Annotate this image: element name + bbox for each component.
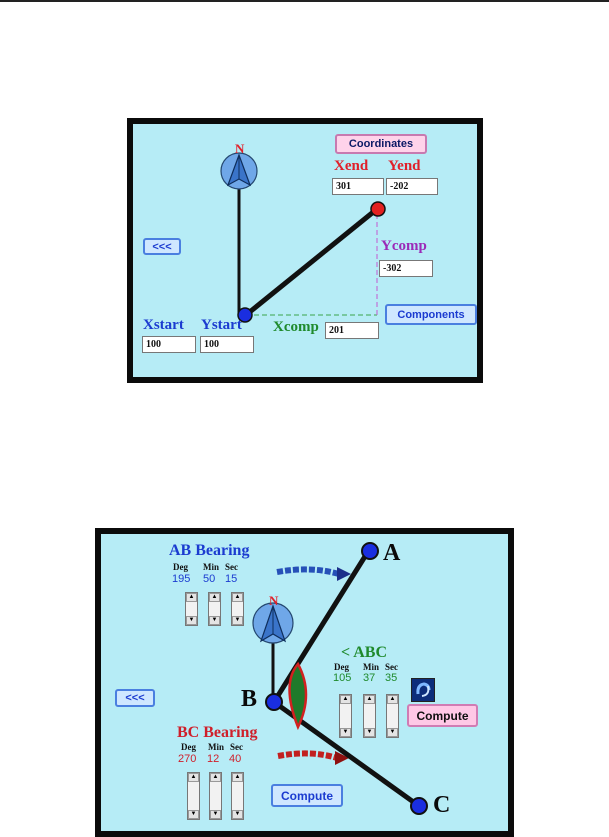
bc-sec-header: Sec xyxy=(230,742,243,752)
top-rule xyxy=(0,0,609,2)
bearing-diagram xyxy=(252,542,428,815)
spin-up-icon[interactable]: ▲ xyxy=(209,593,220,602)
ab-sec-value: 15 xyxy=(225,573,238,585)
abc-min-header: Min xyxy=(363,662,380,672)
point-a-marker xyxy=(361,542,379,560)
xcomp-label: Xcomp xyxy=(273,319,319,335)
north-compass-icon-b xyxy=(252,602,294,644)
coordinates-diagram xyxy=(220,152,386,323)
coordinates-panel: N Coordinates Xend Yend 301 -202 <<< Yco… xyxy=(127,118,483,383)
abc-min-spinner[interactable]: ▲▼ xyxy=(363,694,376,738)
components-button[interactable]: Components xyxy=(385,304,477,325)
spin-up-icon[interactable]: ▲ xyxy=(186,593,197,602)
compute-abc-button[interactable]: Compute xyxy=(407,704,478,727)
abc-sec-spinner[interactable]: ▲▼ xyxy=(386,694,399,738)
bc-min-spinner[interactable]: ▲▼ xyxy=(209,772,222,820)
spin-up-icon[interactable]: ▲ xyxy=(340,695,351,704)
end-point xyxy=(370,201,386,217)
spin-down-icon[interactable]: ▼ xyxy=(188,810,199,819)
xcomp-field[interactable]: 201 xyxy=(325,322,379,339)
spin-down-icon[interactable]: ▼ xyxy=(232,616,243,625)
coordinates-button[interactable]: Coordinates xyxy=(335,134,427,154)
ab-deg-value: 195 xyxy=(172,573,191,585)
spin-down-icon[interactable]: ▼ xyxy=(340,728,351,737)
spin-down-icon[interactable]: ▼ xyxy=(210,810,221,819)
point-b-label: B xyxy=(241,686,258,712)
ab-bearing-title: AB Bearing xyxy=(169,542,250,559)
bc-sec-value: 40 xyxy=(229,753,242,765)
xend-field[interactable]: 301 xyxy=(332,178,384,195)
point-a-label: A xyxy=(383,540,401,566)
bc-min-header: Min xyxy=(208,742,225,752)
north-label-b: N xyxy=(269,593,279,608)
spin-down-icon[interactable]: ▼ xyxy=(232,810,243,819)
bearing-panel: N A B C AB Bearing Deg Min Sec 195 50 15… xyxy=(95,528,514,837)
xstart-label: Xstart xyxy=(143,317,184,333)
start-point xyxy=(237,307,253,323)
refresh-icon[interactable] xyxy=(411,678,435,702)
ycomp-label: Ycomp xyxy=(381,238,427,254)
bc-deg-header: Deg xyxy=(181,742,196,752)
back-button-2[interactable]: <<< xyxy=(115,689,155,707)
angle-abc-arc xyxy=(288,661,308,731)
ab-sec-spinner[interactable]: ▲▼ xyxy=(231,592,244,626)
ycomp-field[interactable]: -302 xyxy=(379,260,433,277)
back-button[interactable]: <<< xyxy=(143,238,181,255)
abc-min-value: 37 xyxy=(363,672,376,684)
abc-deg-header: Deg xyxy=(334,662,349,672)
bc-deg-value: 270 xyxy=(178,753,197,765)
bc-bearing-arrow-icon xyxy=(277,750,349,765)
ystart-field[interactable]: 100 xyxy=(200,336,254,353)
ab-deg-header: Deg xyxy=(173,562,188,572)
spin-up-icon[interactable]: ▲ xyxy=(188,773,199,782)
north-compass-icon xyxy=(220,152,258,190)
ab-sec-header: Sec xyxy=(225,562,238,572)
ab-bearing-arrow-icon xyxy=(276,566,351,581)
bc-sec-spinner[interactable]: ▲▼ xyxy=(231,772,244,820)
yend-field[interactable]: -202 xyxy=(386,178,438,195)
point-c-label: C xyxy=(433,792,451,818)
point-c-marker xyxy=(410,797,428,815)
bc-bearing-title: BC Bearing xyxy=(177,724,258,741)
spin-up-icon[interactable]: ▲ xyxy=(387,695,398,704)
line-ab xyxy=(271,548,372,704)
ab-min-value: 50 xyxy=(203,573,216,585)
spin-up-icon[interactable]: ▲ xyxy=(364,695,375,704)
ab-deg-spinner[interactable]: ▲▼ xyxy=(185,592,198,626)
abc-deg-value: 105 xyxy=(333,672,352,684)
bc-min-value: 12 xyxy=(207,753,220,765)
point-b-marker xyxy=(265,693,283,711)
spin-down-icon[interactable]: ▼ xyxy=(186,616,197,625)
spin-up-icon[interactable]: ▲ xyxy=(232,593,243,602)
ab-min-spinner[interactable]: ▲▼ xyxy=(208,592,221,626)
spin-up-icon[interactable]: ▲ xyxy=(210,773,221,782)
ystart-label: Ystart xyxy=(201,317,242,333)
abc-sec-value: 35 xyxy=(385,672,398,684)
spin-up-icon[interactable]: ▲ xyxy=(232,773,243,782)
ab-min-header: Min xyxy=(203,562,220,572)
yend-label: Yend xyxy=(388,158,421,174)
north-label: N xyxy=(235,141,245,156)
bc-deg-spinner[interactable]: ▲▼ xyxy=(187,772,200,820)
vector-line xyxy=(244,207,379,317)
xend-label: Xend xyxy=(334,158,369,174)
abc-title: < ABC xyxy=(341,644,388,661)
compute-bc-button[interactable]: Compute xyxy=(271,784,343,807)
xstart-field[interactable]: 100 xyxy=(142,336,196,353)
spin-down-icon[interactable]: ▼ xyxy=(364,728,375,737)
abc-sec-header: Sec xyxy=(385,662,398,672)
spin-down-icon[interactable]: ▼ xyxy=(387,728,398,737)
spin-down-icon[interactable]: ▼ xyxy=(209,616,220,625)
abc-deg-spinner[interactable]: ▲▼ xyxy=(339,694,352,738)
